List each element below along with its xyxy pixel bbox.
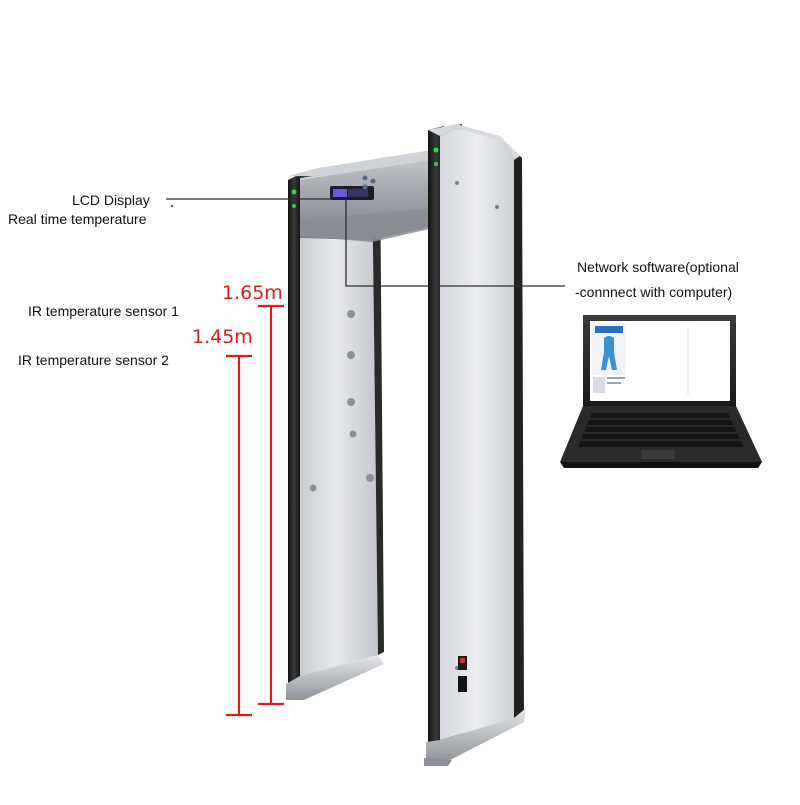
left-indicator-led bbox=[291, 189, 297, 195]
pointer-lines bbox=[166, 198, 565, 287]
ir-sensor-dots bbox=[309, 310, 374, 492]
right-foot bbox=[426, 708, 526, 762]
right-pillar bbox=[428, 124, 524, 758]
height-165-label: 1.65m bbox=[222, 282, 283, 304]
ir-sensor-2-label: IR temperature sensor 2 bbox=[18, 352, 169, 368]
real-time-temperature-label: Real time temperature bbox=[8, 211, 147, 227]
laptop-touchpad bbox=[641, 450, 675, 459]
measurement-lines bbox=[226, 304, 284, 717]
left-foot bbox=[286, 655, 384, 700]
height-145-label: 1.45m bbox=[192, 326, 253, 348]
power-socket bbox=[458, 676, 467, 692]
left-pillar bbox=[288, 166, 384, 684]
lcd-display-label: LCD Display bbox=[72, 192, 150, 208]
top-beam bbox=[288, 150, 434, 242]
ir-sensor-1-label: IR temperature sensor 1 bbox=[28, 303, 179, 319]
laptop-computer bbox=[560, 315, 762, 468]
network-software-label: Network software(optional bbox=[577, 259, 739, 275]
right-indicator-led bbox=[433, 147, 439, 153]
connect-computer-label: -connnect with computer) bbox=[575, 284, 733, 300]
